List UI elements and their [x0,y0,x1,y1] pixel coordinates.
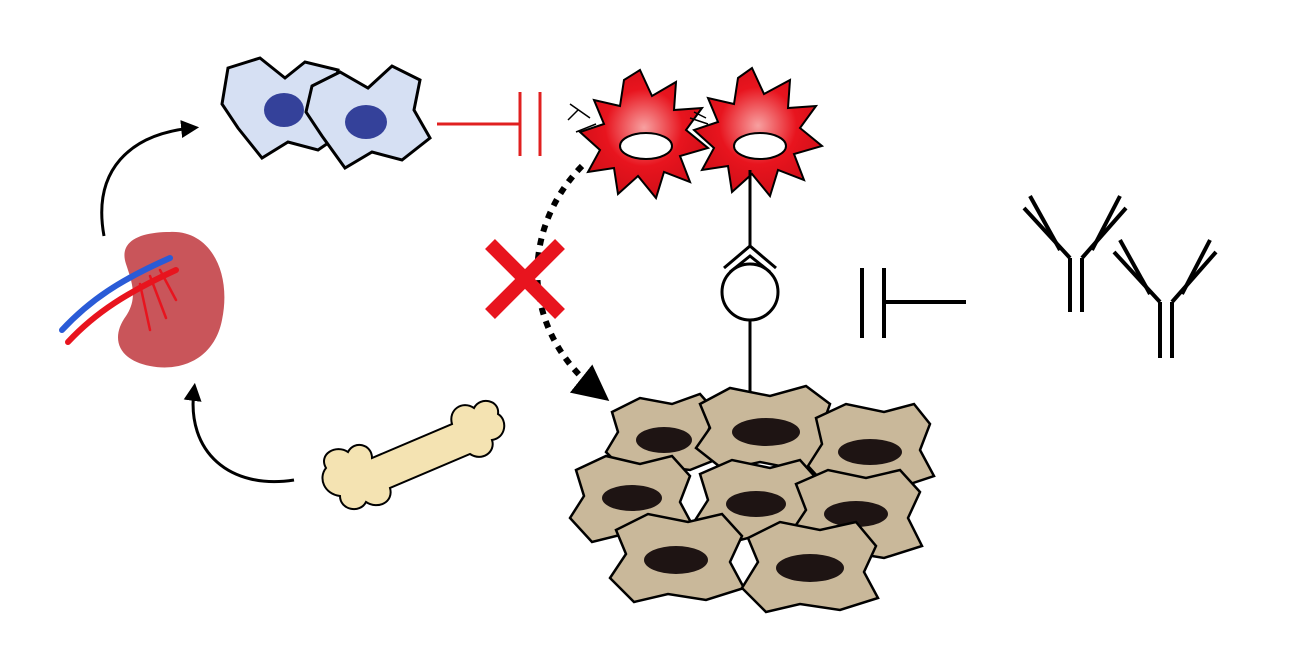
blue-cell-1-nucleus [264,93,304,127]
brown-cell [604,392,722,476]
red-cell-1 [567,68,711,201]
blue-cell-pair [220,56,432,170]
brown-cell-cluster [568,384,936,614]
kidney-vessels [59,255,179,345]
red-cell-1-nucleus [619,132,673,160]
antibody-1 [1022,195,1128,312]
blue-cell-2-nucleus [345,105,387,139]
brown-cell [608,512,746,604]
red-cell-2 [689,66,825,199]
cross-mark-icon [485,239,565,319]
red-cell-pair [567,66,825,201]
brown-cell [740,520,880,614]
antibody-2 [1112,239,1218,358]
kidney-icon [59,231,225,368]
inhibition-arrow-red [437,92,542,156]
brown-cell [694,384,838,472]
red-cell-2-nucleus [733,132,787,160]
antibody-pair-icon [1022,195,1218,358]
receptor-ligand-icon [720,170,780,392]
inhibition-arrow-black [860,268,966,338]
arrow-bone-to-kidney [183,382,295,483]
brown-cell [806,402,936,492]
blue-cell-2 [304,64,432,170]
arrow-kidney-to-blue-cells [100,120,200,237]
bone-icon [321,399,506,511]
blocked-dotted-arrow [534,163,610,401]
